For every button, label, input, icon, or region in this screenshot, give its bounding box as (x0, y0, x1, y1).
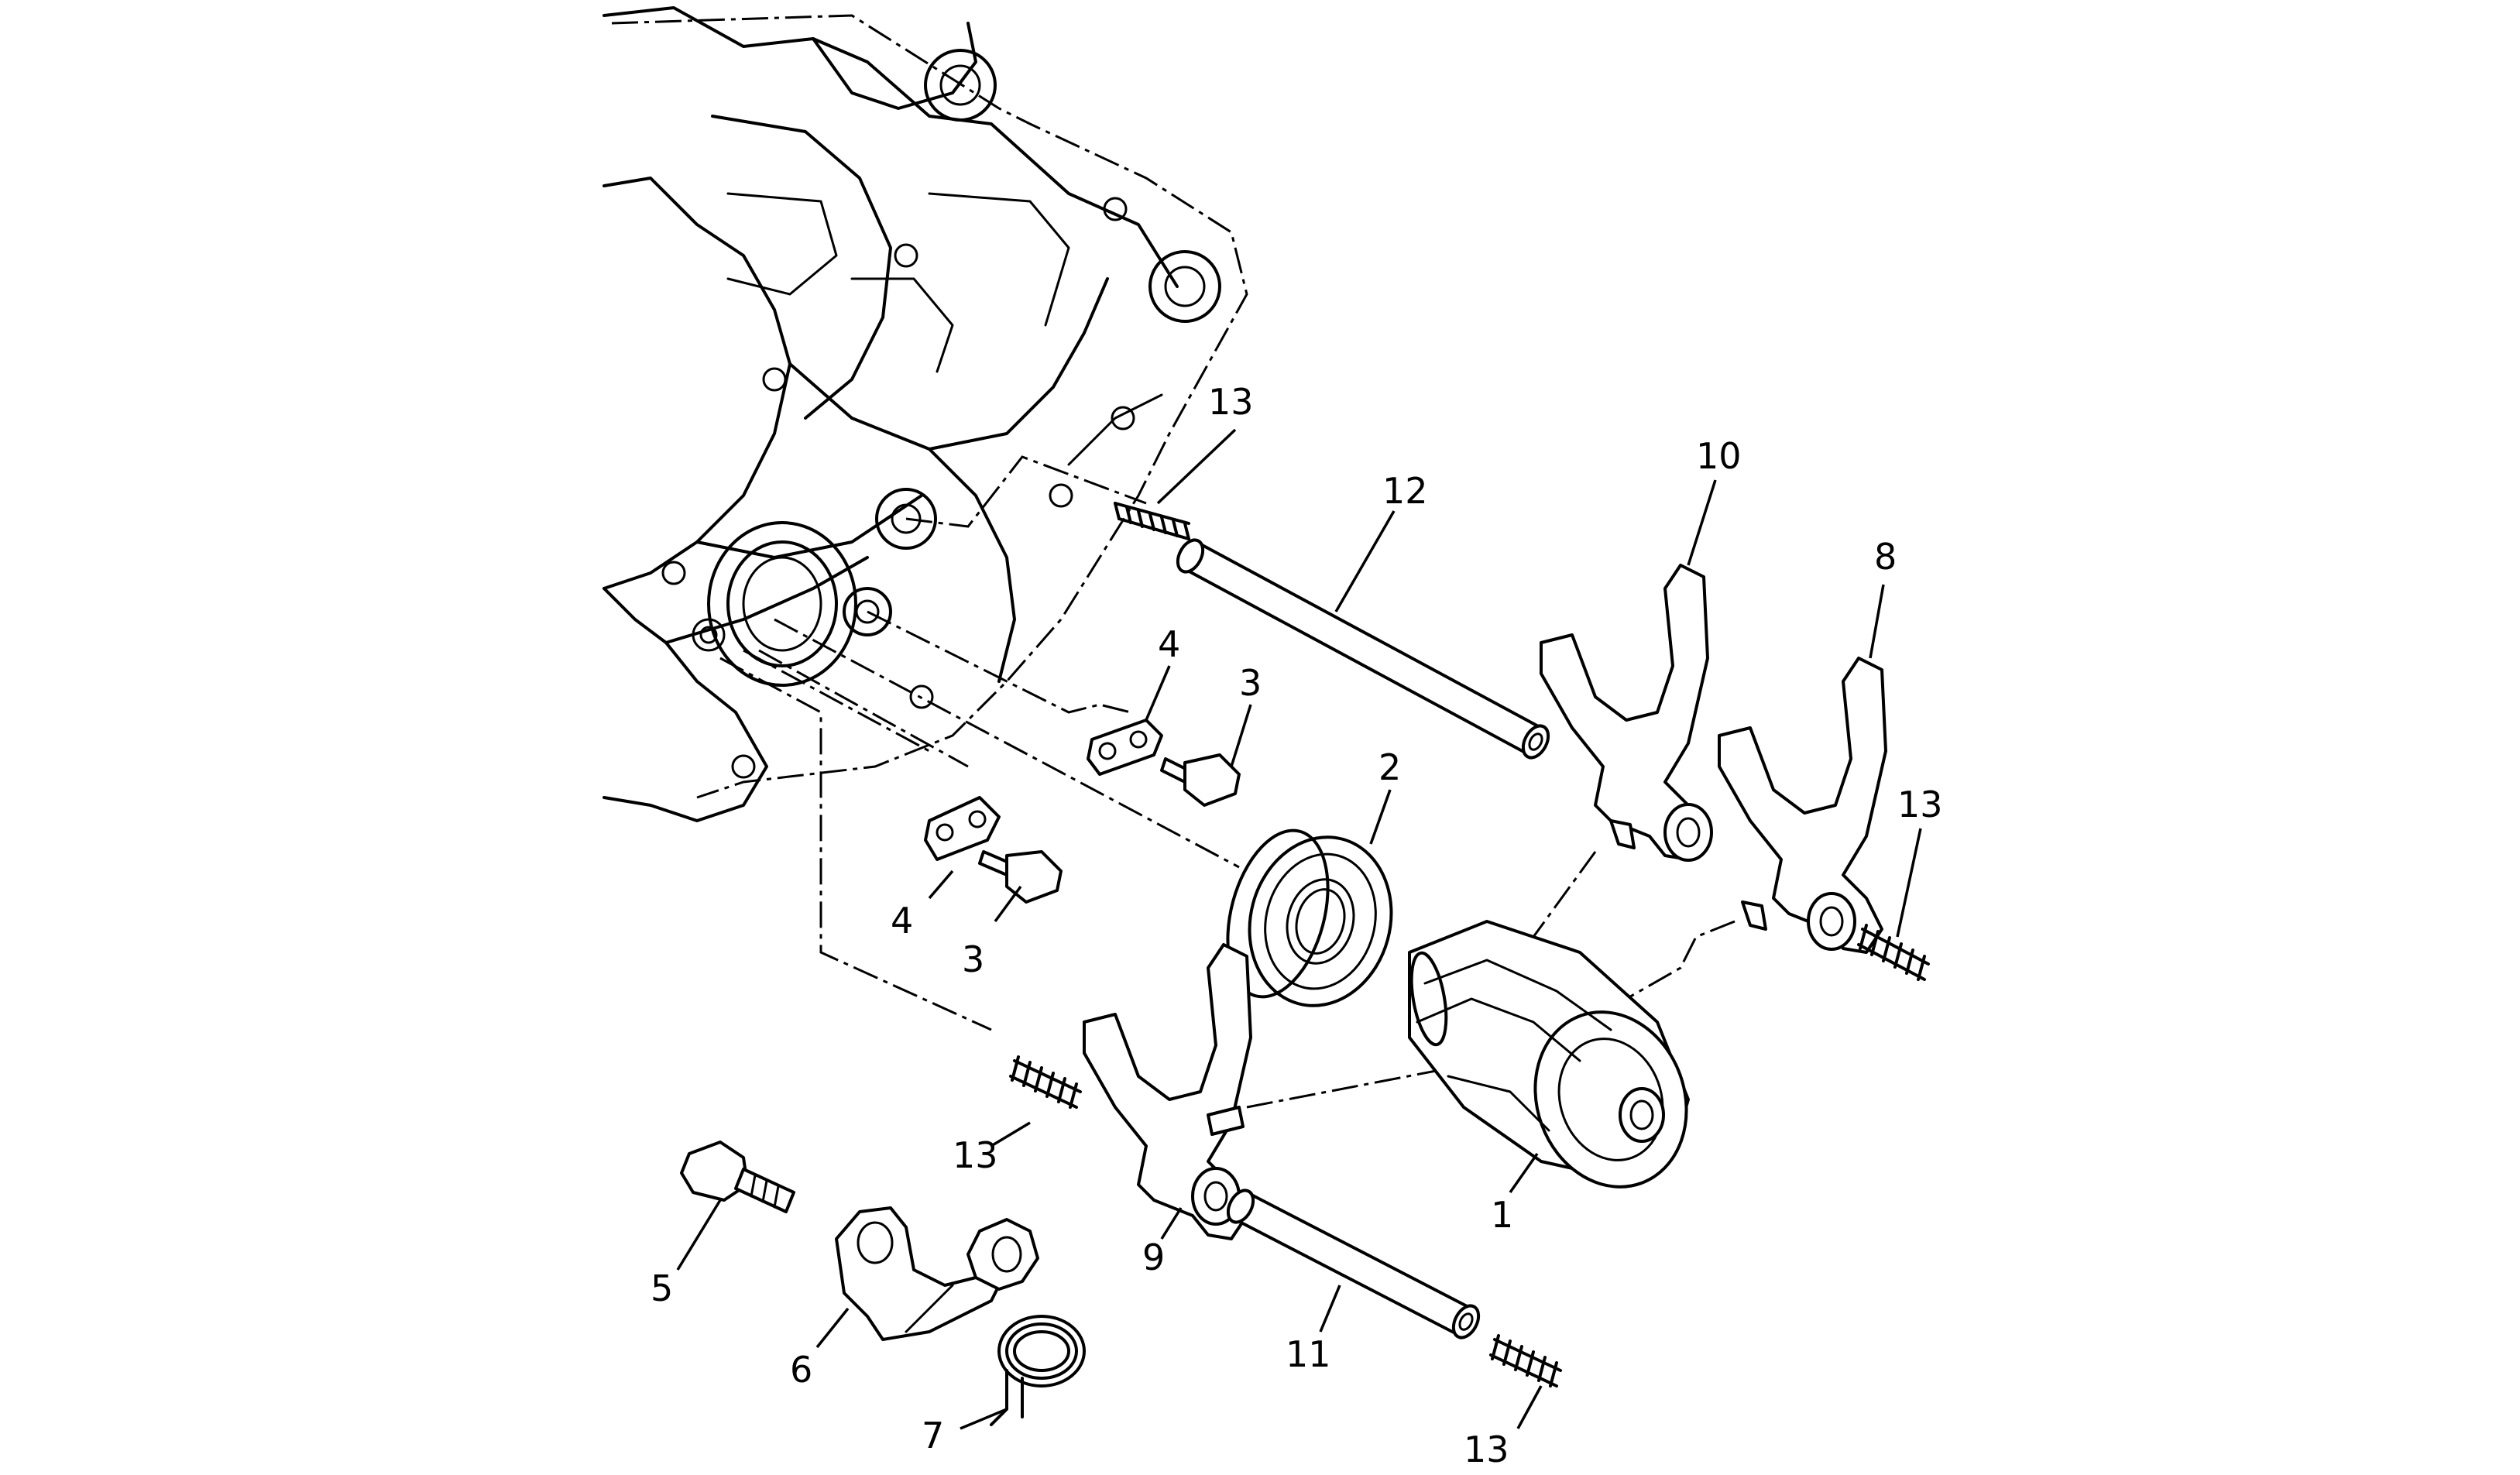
callout-1: 1 (1491, 1194, 1513, 1236)
shift-drum-1 (1408, 920, 1690, 1189)
spring-13-left (1009, 1055, 1082, 1109)
callout-7: 5 (651, 1267, 673, 1309)
callout-5: 6 (790, 1349, 812, 1391)
alignment-lines (719, 455, 1736, 1109)
callout-11: 11 (1286, 1333, 1331, 1375)
shift-shaft-12 (1176, 538, 1550, 760)
spring-13-top (1114, 502, 1190, 540)
bolt-3-lower (978, 850, 1063, 904)
crankcase-housing (603, 6, 1248, 822)
callout-4-upper: 4 (1158, 623, 1180, 665)
callout-8: 8 (1874, 536, 1897, 578)
spring-13-right (1857, 924, 1930, 981)
bolt-7 (680, 1141, 795, 1213)
plate-4-upper (1087, 719, 1163, 776)
callout-3-lower: 3 (962, 938, 984, 980)
callout-13-left: 13 (953, 1134, 998, 1176)
callout-labels: 13 12 10 8 4 3 2 13 4 3 13 1 9 5 6 7 11 … (651, 381, 1943, 1470)
callout-13-bottom: 13 (1464, 1429, 1509, 1470)
shift-fork-9 (1083, 943, 1252, 1240)
bolt-3-upper (1160, 753, 1241, 807)
leader-lines (676, 428, 1922, 1430)
callout-2: 2 (1378, 746, 1401, 788)
torsion-spring-6 (990, 1315, 1086, 1426)
shift-fork-8 (1718, 657, 1887, 954)
callout-3-upper: 3 (1239, 662, 1262, 704)
callout-9: 9 (1142, 1237, 1165, 1278)
callout-12: 12 (1382, 470, 1428, 512)
stopper-lever-5 (835, 1206, 1039, 1341)
callout-13-right: 13 (1897, 784, 1943, 825)
shift-fork-10 (1540, 564, 1713, 862)
callout-4-lower: 4 (891, 900, 913, 942)
callout-10: 10 (1696, 435, 1742, 477)
bearing-2 (1226, 828, 1393, 1007)
shift-shaft-11 (1226, 1189, 1481, 1340)
callout-13-top: 13 (1208, 381, 1254, 423)
spring-13-bottom (1489, 1334, 1562, 1388)
callout-6: 7 (922, 1415, 944, 1456)
plate-4-lower (924, 796, 1001, 861)
